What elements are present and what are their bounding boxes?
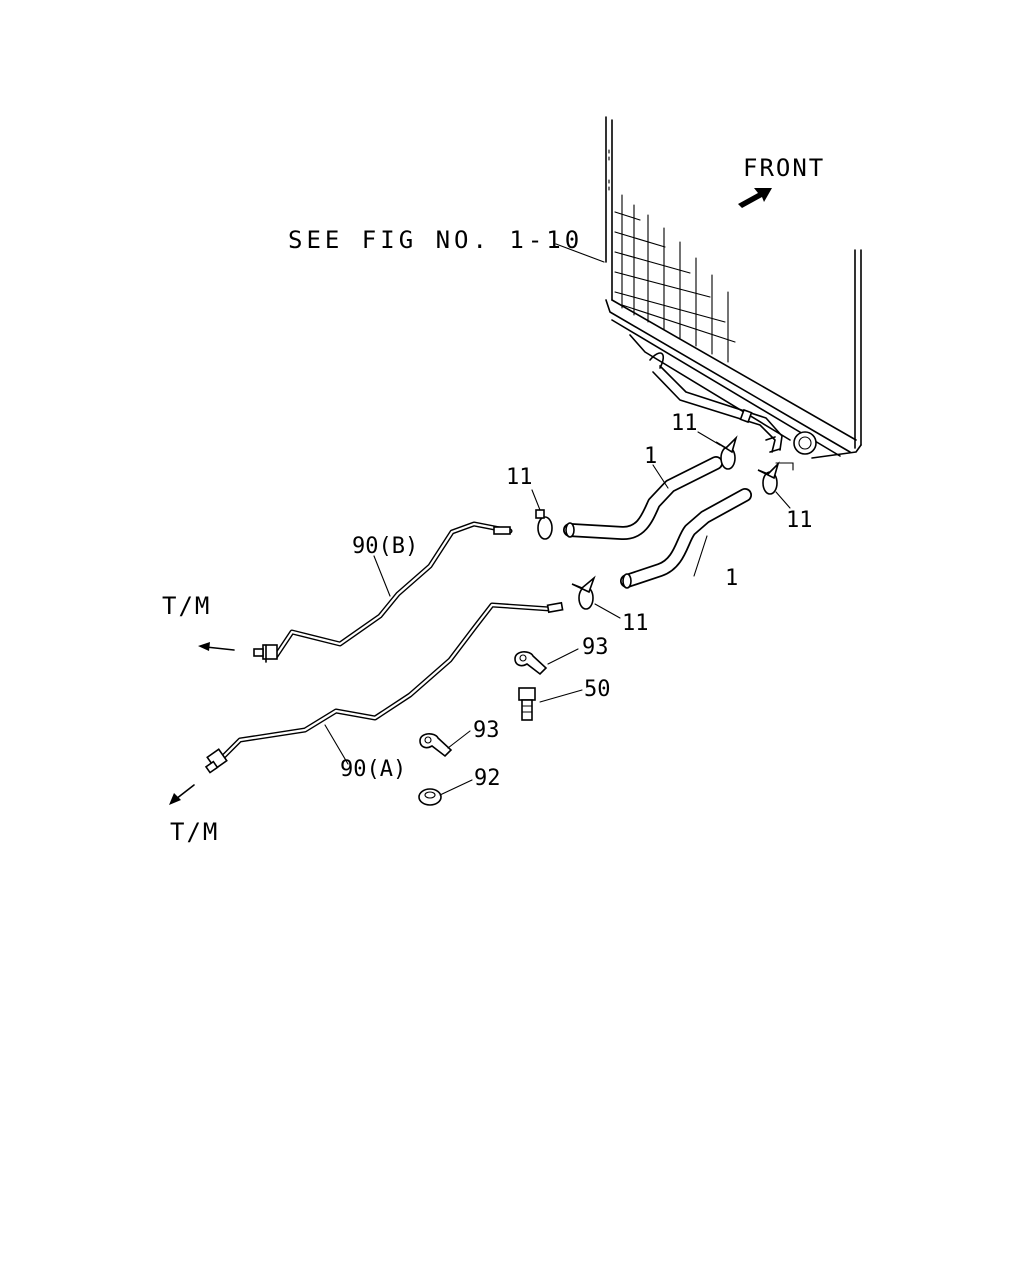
radiator xyxy=(605,116,862,459)
leader-lines xyxy=(324,243,794,796)
pipe-90a xyxy=(204,601,564,774)
bolt-50[interactable] xyxy=(518,687,536,721)
callout-clamp-pipe-b: 11 xyxy=(506,465,533,490)
callout-clamp-pipe-a: 11 xyxy=(622,611,649,636)
see-fig-reference: SEE FIG NO. 1-10 xyxy=(288,226,583,254)
callout-clip-upper: 93 xyxy=(582,635,609,660)
callout-pipe-a: 90(A) xyxy=(340,757,406,782)
front-label: FRONT xyxy=(743,154,825,182)
arrow-tm-a-icon xyxy=(169,784,195,805)
callout-bolt: 50 xyxy=(584,677,611,702)
callout-hose-upper: 1 xyxy=(644,444,657,469)
callout-clamp-radiator-upper: 11 xyxy=(671,411,698,436)
clip-93-upper[interactable] xyxy=(514,651,548,676)
callout-nut: 92 xyxy=(474,766,501,791)
nut-92[interactable] xyxy=(418,788,442,806)
hose-lower xyxy=(620,488,752,589)
pipe-90b xyxy=(253,521,513,663)
destination-tm-a: T/M xyxy=(170,818,219,846)
callout-clamp-radiator-lower: 11 xyxy=(786,508,813,533)
clamp-pipe-a[interactable] xyxy=(571,575,596,610)
callout-clip-lower: 93 xyxy=(473,718,500,743)
clamp-pipe-b[interactable] xyxy=(535,509,553,540)
clamp-radiator-upper[interactable] xyxy=(715,435,738,470)
arrow-front-icon xyxy=(738,188,772,208)
callout-pipe-b: 90(B) xyxy=(352,534,418,559)
destination-tm-b: T/M xyxy=(162,592,211,620)
clamp-radiator-lower[interactable] xyxy=(757,461,780,495)
hose-upper xyxy=(563,456,723,540)
arrow-tm-b-icon xyxy=(198,642,235,651)
callout-hose-lower: 1 xyxy=(725,566,738,591)
clip-93-lower[interactable] xyxy=(419,733,453,758)
